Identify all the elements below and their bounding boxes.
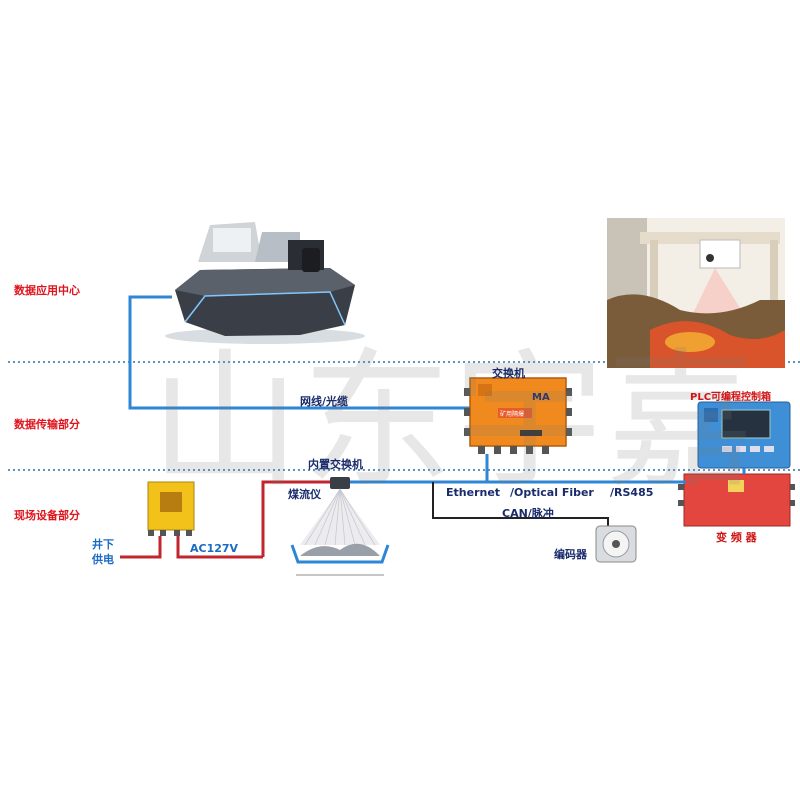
inverter-box: [678, 473, 795, 527]
coal-flow-meter-device: [290, 477, 390, 576]
label-coal-flow-meter: 煤流仪: [288, 488, 321, 501]
layer-label-field-devices: 现场设备部分: [14, 509, 80, 522]
junction-box: [147, 481, 195, 536]
label-encoder: 编码器: [554, 548, 587, 561]
label-switch: 交换机: [492, 367, 525, 380]
switch-plate: 矿用隔爆: [500, 410, 524, 418]
line-can-black: [432, 482, 609, 528]
label-ethernet: Ethernet: [446, 486, 501, 499]
encoder-device: [595, 525, 637, 563]
label-ac127v: AC127V: [190, 542, 239, 555]
layer-label-transmission: 数据传输部分: [14, 418, 80, 431]
line-junction-right: [176, 536, 263, 559]
switch-box: [464, 377, 572, 454]
label-can-pulse: CAN/脉冲: [502, 507, 554, 520]
label-inverter: 变 频 器: [716, 531, 757, 544]
plc-control-box: [697, 401, 791, 469]
switch-ma-mark: MA: [532, 392, 550, 403]
label-optical-fiber: /Optical Fiber: [510, 486, 594, 499]
line-console-to-switch: [128, 295, 470, 410]
control-console-image: [165, 222, 365, 344]
layer-label-app-center: 数据应用中心: [14, 284, 80, 297]
label-underground-1: 井下: [92, 538, 114, 551]
label-underground-2: 供电: [92, 553, 114, 566]
line-junction-left: [120, 536, 162, 559]
label-network-cable: 网线/光缆: [300, 395, 349, 408]
line-power-red: [261, 480, 330, 557]
label-plc-box: PLC可编程控制箱: [690, 392, 772, 403]
watermark: 山东宇嘉: [150, 335, 759, 509]
camera-image: [607, 218, 785, 368]
label-builtin-switch: 内置交换机: [308, 458, 363, 471]
label-rs485: /RS485: [610, 486, 654, 499]
